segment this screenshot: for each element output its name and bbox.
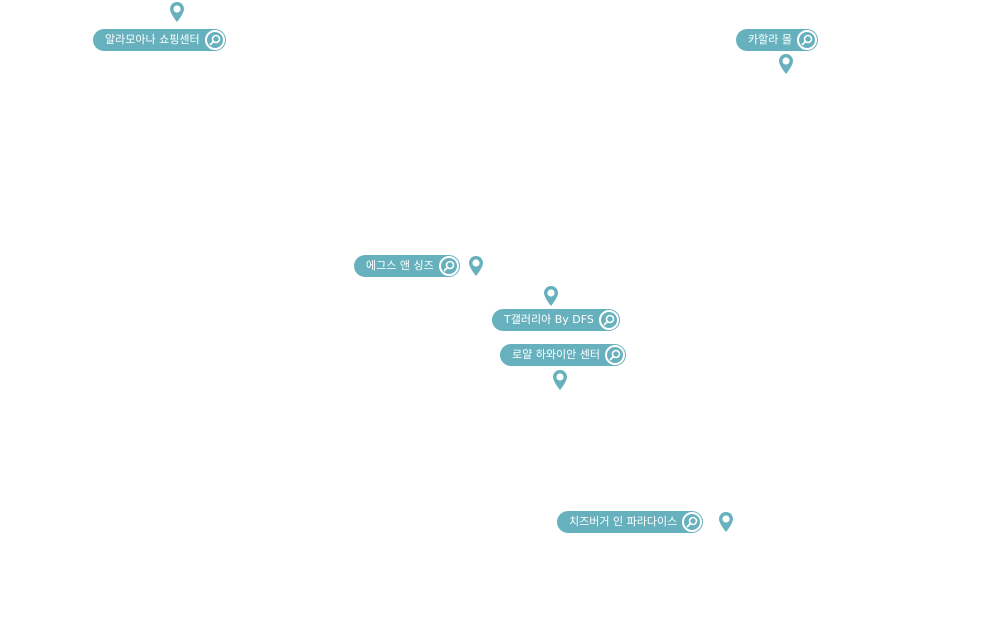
magnifier-icon[interactable] — [604, 345, 625, 365]
magnifier-icon[interactable] — [438, 256, 459, 276]
map-pin-icon[interactable] — [543, 285, 559, 307]
magnifier-icon[interactable] — [204, 30, 225, 50]
place-label-ala-moana[interactable]: 알라모아나 쇼핑센터 — [93, 29, 226, 51]
magnifier-icon[interactable] — [682, 512, 703, 532]
place-name: T갤러리아 By DFS — [504, 313, 594, 326]
place-name: 로얄 하와이안 센터 — [512, 348, 600, 361]
map-pin-icon[interactable] — [718, 511, 734, 533]
place-name: 알라모아나 쇼핑센터 — [105, 33, 200, 46]
magnifier-icon[interactable] — [598, 310, 619, 330]
place-name: 에그스 앤 싱즈 — [366, 259, 434, 272]
map-pin-icon[interactable] — [169, 1, 185, 23]
magnifier-icon[interactable] — [796, 30, 817, 50]
place-label-eggs-n-things[interactable]: 에그스 앤 싱즈 — [354, 255, 460, 277]
place-name: 치즈버거 인 파라다이스 — [569, 515, 678, 528]
place-label-royal-hawaiian-center[interactable]: 로얄 하와이안 센터 — [500, 344, 626, 366]
map-pin-icon[interactable] — [552, 369, 568, 391]
map-pin-icon[interactable] — [468, 255, 484, 277]
place-label-t-galleria[interactable]: T갤러리아 By DFS — [492, 309, 620, 331]
place-label-kahala-mall[interactable]: 카할라 몰 — [736, 29, 818, 51]
map-pin-icon[interactable] — [778, 53, 794, 75]
place-name: 카할라 몰 — [748, 33, 792, 46]
place-label-cheeseburger-in-paradise[interactable]: 치즈버거 인 파라다이스 — [557, 511, 704, 533]
